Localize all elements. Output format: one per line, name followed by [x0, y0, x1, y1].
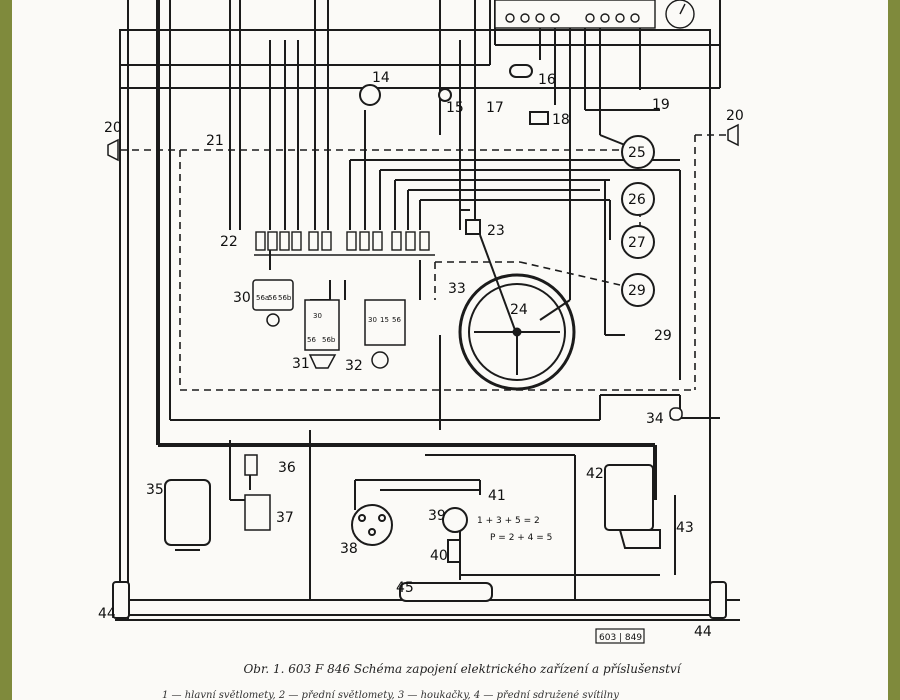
- label-33: 33: [448, 281, 466, 297]
- label-41: 41: [488, 488, 506, 504]
- component-34: [669, 407, 683, 421]
- lamp-20-left: [107, 138, 119, 162]
- component-14: [359, 84, 381, 106]
- terminal-30-c: 56b: [278, 294, 292, 302]
- label-43: 43: [676, 520, 694, 536]
- instrument-25: [621, 135, 655, 169]
- label-30: 30: [233, 290, 251, 306]
- regulator-37: [244, 454, 271, 531]
- label-20-right: 20: [726, 108, 744, 124]
- label-32: 32: [345, 358, 363, 374]
- instrument-cluster: [494, 0, 695, 29]
- dimmer-switch-31: [304, 299, 340, 369]
- stamp-text: 603 | 849: [599, 633, 642, 643]
- dashed-wire: [519, 261, 621, 286]
- component-16: [509, 64, 533, 78]
- label-45: 45: [396, 580, 414, 596]
- terminal-30-b: 56: [268, 294, 277, 302]
- label-16: 16: [538, 72, 556, 88]
- light-switch-30: [252, 279, 294, 327]
- component-15: [438, 88, 452, 102]
- label-25: 25: [628, 145, 646, 161]
- label-19: 19: [652, 97, 670, 113]
- label-40: 40: [430, 548, 448, 564]
- terminal-30-a: 56a: [256, 294, 269, 302]
- starter-42: [604, 464, 661, 549]
- label-44-right: 44: [694, 624, 712, 640]
- wire: [479, 234, 516, 331]
- legend-partial: 1 — hlavní světlomety, 2 — přední světlo…: [162, 690, 619, 700]
- label-17: 17: [486, 100, 504, 116]
- label-18: 18: [552, 112, 570, 128]
- figure-caption: Obr. 1. 603 F 846 Schéma zapojení elektr…: [243, 662, 681, 676]
- label-22: 22: [220, 234, 238, 250]
- label-20-left: 20: [104, 120, 122, 136]
- label-21: 21: [206, 133, 224, 149]
- label-42: 42: [586, 466, 604, 482]
- instrument-27: [621, 225, 655, 259]
- label-29b: 29: [654, 328, 672, 344]
- component-45: [399, 582, 493, 602]
- fuse-box: [254, 231, 435, 256]
- label-35: 35: [146, 482, 164, 498]
- coil-39: [442, 507, 468, 533]
- ignition-switch-32: [364, 299, 406, 369]
- ground-frame: [119, 29, 711, 616]
- steering-wheel: [458, 273, 576, 391]
- distributor-38: [351, 504, 468, 563]
- label-27: 27: [628, 235, 646, 251]
- label-34: 34: [646, 411, 664, 427]
- label-14: 14: [372, 70, 390, 86]
- connector-44-right: [709, 581, 727, 619]
- wire: [599, 134, 626, 146]
- label-37: 37: [276, 510, 294, 526]
- label-39: 39: [428, 508, 446, 524]
- wiring-diagram: 14 15 16 17 18 19 20 20 21 22 23 24 25 2…: [98, 0, 744, 644]
- label-44-left: 44: [98, 606, 116, 622]
- terminal-32-a: 30: [368, 316, 377, 324]
- label-29: 29: [628, 283, 646, 299]
- instrument-29: [621, 273, 655, 307]
- label-24: 24: [510, 302, 528, 318]
- terminal-32-b: 15: [380, 316, 389, 324]
- firing-order-text: 1 + 3 + 5 = 2: [477, 516, 540, 526]
- generator-35: [164, 479, 211, 551]
- terminal-31-c: 56b: [322, 336, 336, 344]
- label-36: 36: [278, 460, 296, 476]
- component-40: [447, 539, 461, 563]
- component-23: [465, 219, 481, 235]
- terminal-31-b: 56: [307, 336, 316, 344]
- label-31: 31: [292, 356, 310, 372]
- component-18: [529, 111, 549, 125]
- label-38: 38: [340, 541, 358, 557]
- firing-order-text-b: P = 2 + 4 = 5: [490, 533, 552, 543]
- label-15: 15: [446, 100, 464, 116]
- instrument-26: [621, 182, 655, 216]
- label-26: 26: [628, 192, 646, 208]
- diagram-sheet: 14 15 16 17 18 19 20 20 21 22 23 24 25 2…: [12, 0, 888, 700]
- terminal-32-c: 56: [392, 316, 401, 324]
- lamp-20-right: [727, 123, 739, 147]
- stamp-box: [595, 628, 645, 644]
- terminal-31-a: 30: [313, 312, 322, 320]
- connector-44-left: [112, 581, 130, 619]
- label-23: 23: [487, 223, 505, 239]
